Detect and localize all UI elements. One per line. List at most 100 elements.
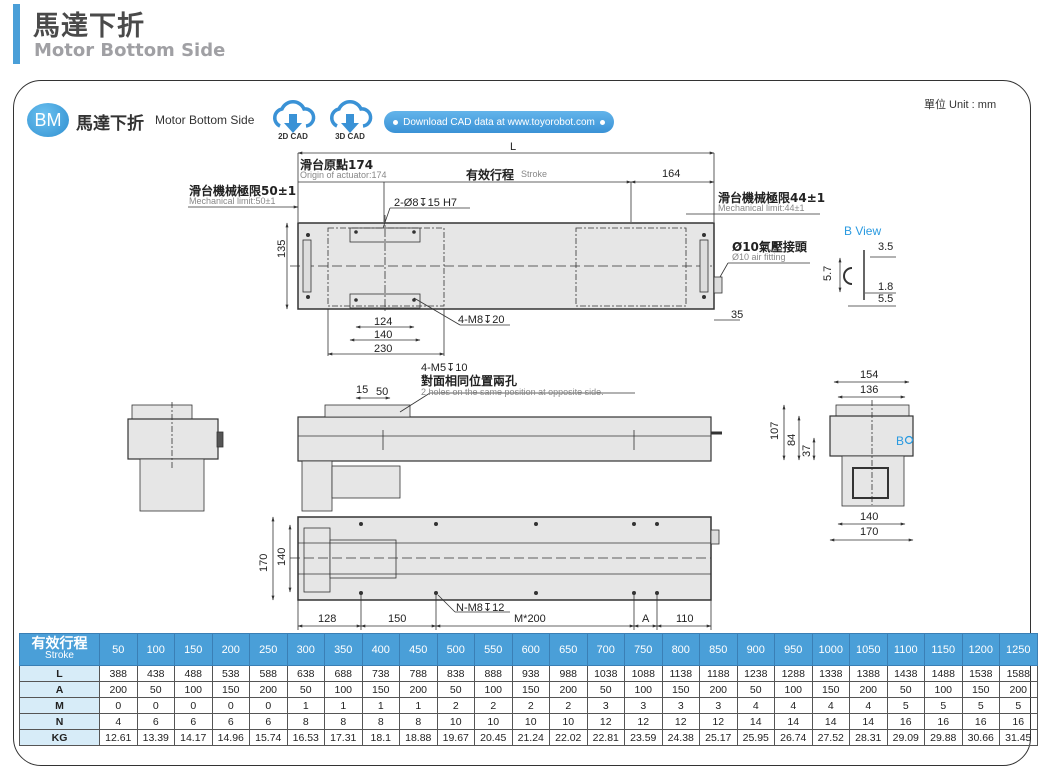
cad-2d-button[interactable]: 2D CAD <box>268 96 318 144</box>
table-cell: 1488 <box>924 665 963 682</box>
row-label: KG <box>19 729 100 746</box>
stroke-header: 950 <box>774 633 813 666</box>
table-cell: 100 <box>774 681 813 698</box>
table-cell: 21.24 <box>511 729 550 746</box>
dim-154: 154 <box>860 369 879 381</box>
download-cad-link[interactable]: Download CAD data at www.toyorobot.com <box>384 111 614 133</box>
dim-84: 84 <box>786 433 798 446</box>
stroke-header: 850 <box>699 633 738 666</box>
row-label: M <box>19 697 100 714</box>
cloud-download-icon <box>273 100 316 133</box>
table-cell: 14 <box>849 713 888 730</box>
stroke-header: 350 <box>324 633 363 666</box>
table-cell: 5 <box>886 697 925 714</box>
table-cell: 4 <box>99 713 138 730</box>
right-end-view <box>782 380 914 542</box>
table-cell: 1538 <box>961 665 1000 682</box>
dim-35: 35 <box>731 309 744 321</box>
table-cell: 1038 <box>586 665 625 682</box>
table-cell: 12 <box>586 713 625 730</box>
table-cell: 150 <box>511 681 550 698</box>
table-cell: 0 <box>249 697 288 714</box>
b-view-title: B View <box>844 224 882 238</box>
table-cell: 10 <box>511 713 550 730</box>
stroke-header: 100 <box>136 633 175 666</box>
table-cell: 200 <box>699 681 738 698</box>
table-cell: 150 <box>361 681 400 698</box>
stroke-header: 300 <box>286 633 325 666</box>
table-cell: 18.1 <box>361 729 400 746</box>
origin-label: 滑台原點174 <box>300 158 374 172</box>
table-cell: 488 <box>174 665 213 682</box>
table-cell: 150 <box>211 681 250 698</box>
row-label: A <box>19 681 100 698</box>
stroke-header: 900 <box>736 633 775 666</box>
table-cell: 22.81 <box>586 729 625 746</box>
table-cell: 1188 <box>699 665 738 682</box>
table-cell: 200 <box>999 681 1038 698</box>
dim-107: 107 <box>769 421 781 440</box>
table-cell: 12 <box>624 713 663 730</box>
table-cell: 16 <box>886 713 925 730</box>
dim-15: 15 <box>356 384 369 396</box>
table-cell: 100 <box>924 681 963 698</box>
stroke-header: 400 <box>361 633 400 666</box>
table-cell: 10 <box>436 713 475 730</box>
b-dim-5-5: 5.5 <box>878 293 894 305</box>
mech-limit-right: 滑台機械極限44±1 <box>718 191 826 205</box>
cad-3d-button[interactable]: 3D CAD <box>325 96 375 144</box>
table-cell: 24.38 <box>661 729 700 746</box>
dim-128: 128 <box>318 613 337 625</box>
stroke-header: 500 <box>436 633 475 666</box>
table-cell: 50 <box>436 681 475 698</box>
table-cell: 26.74 <box>774 729 813 746</box>
table-cell: 6 <box>249 713 288 730</box>
table-cell: 200 <box>849 681 888 698</box>
table-cell: 1388 <box>849 665 888 682</box>
table-cell: 20.45 <box>474 729 513 746</box>
table-cell: 16.53 <box>286 729 325 746</box>
table-cell: 888 <box>474 665 513 682</box>
table-cell: 50 <box>586 681 625 698</box>
table-cell: 30.66 <box>961 729 1000 746</box>
stroke-header: 800 <box>661 633 700 666</box>
table-cell: 29.88 <box>924 729 963 746</box>
table-cell: 100 <box>624 681 663 698</box>
table-cell: 50 <box>136 681 175 698</box>
b-marker: B <box>896 434 905 448</box>
table-cell: 12 <box>699 713 738 730</box>
table-cell: 1238 <box>736 665 775 682</box>
page-title: 馬達下折 <box>33 11 145 42</box>
table-cell: 588 <box>249 665 288 682</box>
stroke-header: 1100 <box>886 633 925 666</box>
table-cell: 12.61 <box>99 729 138 746</box>
drawing-frame <box>13 80 1031 766</box>
table-cell: 938 <box>511 665 550 682</box>
table-cell: 200 <box>99 681 138 698</box>
air-fitting-label-en: Ø10 air fitting <box>732 252 786 262</box>
mech-limit-left: 滑台機械極限50±1 <box>189 184 297 198</box>
mount-holes-label: N-M8↧12 <box>456 602 505 614</box>
dim-110: 110 <box>676 613 694 625</box>
side-holes-label: 4-M5↧10 <box>421 362 468 374</box>
row-label: N <box>19 713 100 730</box>
dim-150: 150 <box>388 613 407 625</box>
cloud-download-icon <box>330 100 373 133</box>
table-cell: 4 <box>736 697 775 714</box>
model-badge: BM <box>27 103 69 137</box>
table-cell: 28.31 <box>849 729 888 746</box>
table-cell: 988 <box>549 665 588 682</box>
dim-140: 140 <box>374 329 393 341</box>
table-cell: 50 <box>736 681 775 698</box>
table-cell: 3 <box>624 697 663 714</box>
dim-A: A <box>642 613 650 625</box>
table-cell: 14 <box>736 713 775 730</box>
table-cell: 150 <box>661 681 700 698</box>
table-cell: 25.17 <box>699 729 738 746</box>
dim-135: 135 <box>276 239 288 258</box>
